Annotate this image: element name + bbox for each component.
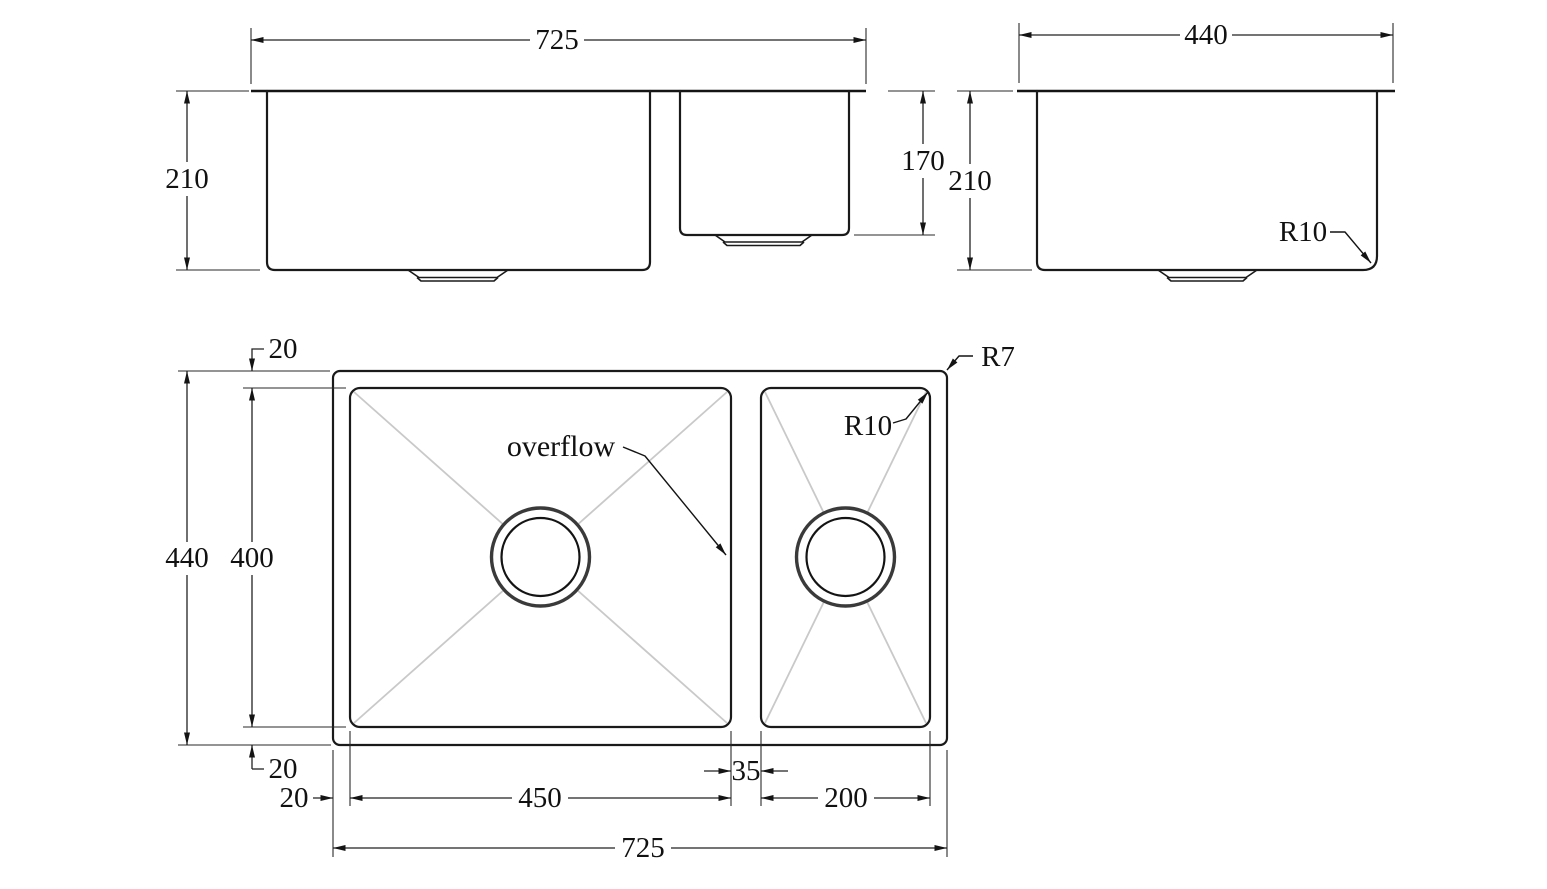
- plan-rim-outline: [331, 369, 949, 747]
- dim-label-plan-rim-bottom-offset: 20: [269, 753, 298, 785]
- side-bowl-outline: [1035, 89, 1379, 272]
- plan-view: overflow R10 R7 20 440 400 20: [165, 333, 1015, 864]
- dim-label-front-second-bowl-depth: 170: [901, 145, 945, 177]
- leader-line-plan-r10: [892, 391, 929, 424]
- dim-label-plan-overall-depth: 440: [165, 542, 209, 574]
- dim-label-side-overall-depth: 440: [1184, 19, 1228, 51]
- radius-label-side-r10: R10: [1279, 216, 1327, 248]
- front-elevation-view: 725 210 170: [165, 24, 945, 282]
- leader-line-side-r10: [1330, 231, 1372, 264]
- dim-label-plan-main-bowl-width: 450: [518, 782, 562, 814]
- dim-label-front-main-bowl-depth: 210: [165, 163, 209, 195]
- dim-label-plan-second-bowl-width: 200: [824, 782, 868, 814]
- dim-label-front-overall-width: 725: [535, 24, 579, 56]
- leader-line-overflow: [622, 446, 727, 556]
- front-second-bowl-drain-icon: [714, 234, 813, 247]
- side-elevation-view: 440 210 R10: [948, 19, 1395, 282]
- leader-line-plan-r7: [946, 355, 973, 371]
- front-main-bowl-drain-icon: [407, 269, 509, 282]
- plan-main-bowl-outline: [348, 386, 733, 729]
- dim-label-side-bowl-depth: 210: [948, 165, 992, 197]
- dim-label-plan-rim-top-offset: 20: [269, 333, 298, 365]
- plan-main-bowl-drain-icon: [489, 506, 592, 608]
- dim-label-plan-rim-left-offset: 20: [280, 782, 309, 814]
- dimension-line: [249, 348, 264, 371]
- radius-label-plan-r7: R7: [981, 341, 1015, 373]
- dim-label-plan-overall-width: 725: [621, 832, 665, 864]
- dim-label-plan-divider-width: 35: [732, 755, 761, 787]
- radius-label-plan-r10: R10: [844, 410, 892, 442]
- side-drain-icon: [1157, 269, 1258, 282]
- overflow-label: overflow: [507, 430, 616, 463]
- plan-second-bowl-outline: [759, 386, 932, 729]
- front-main-bowl-outline: [265, 89, 652, 272]
- dim-label-plan-bowl-depth: 400: [230, 542, 274, 574]
- plan-second-bowl-drain-icon: [794, 506, 897, 608]
- front-second-bowl-outline: [678, 89, 851, 237]
